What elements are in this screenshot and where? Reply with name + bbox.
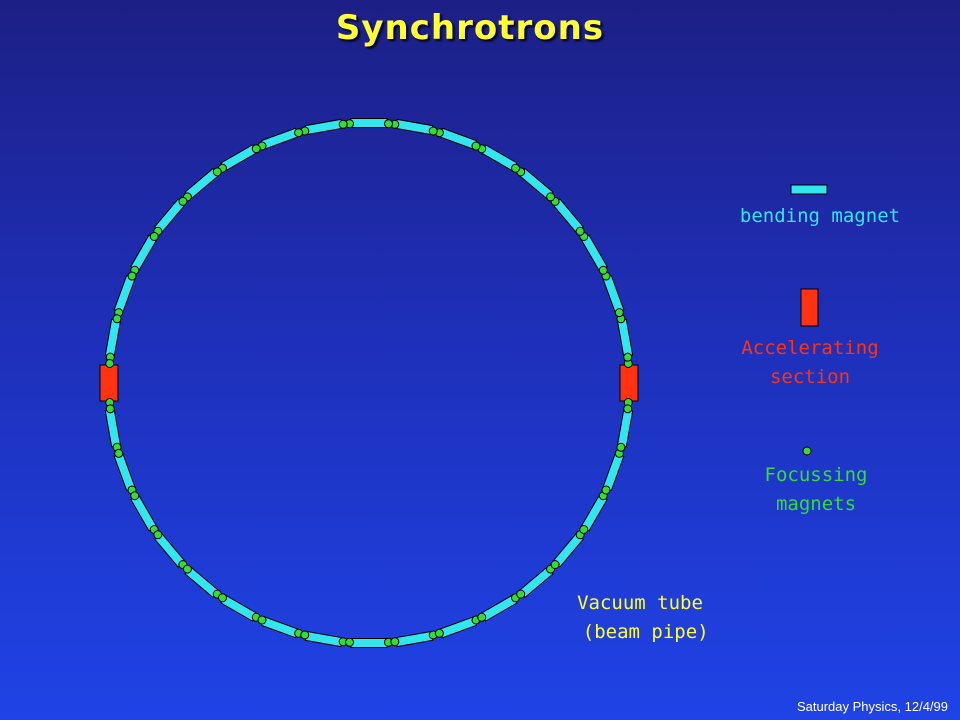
synchrotron-ring [99,118,639,648]
focusing-magnet [550,560,560,570]
focusing-magnet [601,485,611,495]
focusing-magnet [511,163,521,173]
bending-magnet [113,452,136,492]
bending-magnet [616,408,634,448]
bending-magnet [260,127,300,150]
bending-magnet [304,630,344,648]
focusing-magnet [338,119,348,129]
legend-accelerating-section-label: Accelerating section [710,334,910,392]
focusing-magnet [345,637,355,647]
bending-magnet [602,274,625,314]
focusing-magnet [390,637,400,647]
bending-magnet [113,274,136,314]
bending-magnet [438,616,478,639]
focusing-magnet [127,271,137,281]
legend-focusing-line-2: magnets [775,493,857,515]
bending-magnet [616,318,634,358]
focusing-magnet [182,564,192,574]
legend-bending-magnet-icon [790,184,828,195]
focusing-magnet [471,141,481,151]
focusing-magnet [575,226,585,236]
focusing-magnet [546,192,556,202]
bending-magnet [602,452,625,492]
legend-accelerating-line-1: Accelerating [741,337,879,359]
focusing-magnet [516,589,526,599]
bending-magnet [438,127,478,150]
focusing-magnet [130,491,140,501]
focusing-magnet [178,196,188,206]
focusing-magnet [153,530,163,540]
focusing-magnet [300,630,310,640]
bending-magnet [104,408,122,448]
bending-magnet [394,118,434,136]
focusing-magnet [114,448,124,458]
focusing-magnet [383,119,393,129]
focusing-magnet [623,404,633,414]
bending-magnet [394,630,434,648]
bending-magnet [304,118,344,136]
bending-magnet [260,616,300,639]
legend-focusing-magnet-icon [802,446,812,456]
focusing-magnet [614,308,624,318]
focusing-magnet [251,144,261,154]
vacuum-tube-label: Vacuum tube (beam pipe) [540,589,740,647]
vacuum-tube-line-1: Vacuum tube [577,592,703,614]
focusing-magnet [623,352,633,362]
footer-credit: Saturday Physics, 12/4/99 [796,699,948,714]
focusing-magnet [477,612,487,622]
focusing-magnet [616,442,626,452]
legend-accelerating-section-icon [800,288,819,327]
focusing-magnet [112,314,122,324]
accelerating-section [619,364,639,402]
accelerating-section [99,364,119,402]
focusing-magnet [217,593,227,603]
focusing-magnet [294,128,304,138]
focusing-magnet [257,615,267,625]
slide-title: Synchrotrons [335,8,605,48]
vacuum-tube-line-2: (beam pipe) [571,621,709,643]
focusing-magnet [105,404,115,414]
bending-magnet [350,638,388,648]
focusing-magnet [105,359,115,369]
focusing-magnet [434,628,444,638]
focusing-magnet [579,525,589,535]
focusing-magnet [428,126,438,136]
legend-accelerating-line-2: section [769,366,851,388]
bending-magnet [350,118,388,128]
legend-focusing-line-1: Focussing [764,464,868,486]
focusing-magnet [149,231,159,241]
focusing-magnet [598,265,608,275]
legend-bending-magnet-text: bending magnet [739,205,901,227]
legend-bending-magnet-label: bending magnet [720,202,920,231]
legend-focusing-magnets-label: Focussing magnets [716,461,916,519]
bending-magnet [104,318,122,358]
focusing-magnet [212,167,222,177]
